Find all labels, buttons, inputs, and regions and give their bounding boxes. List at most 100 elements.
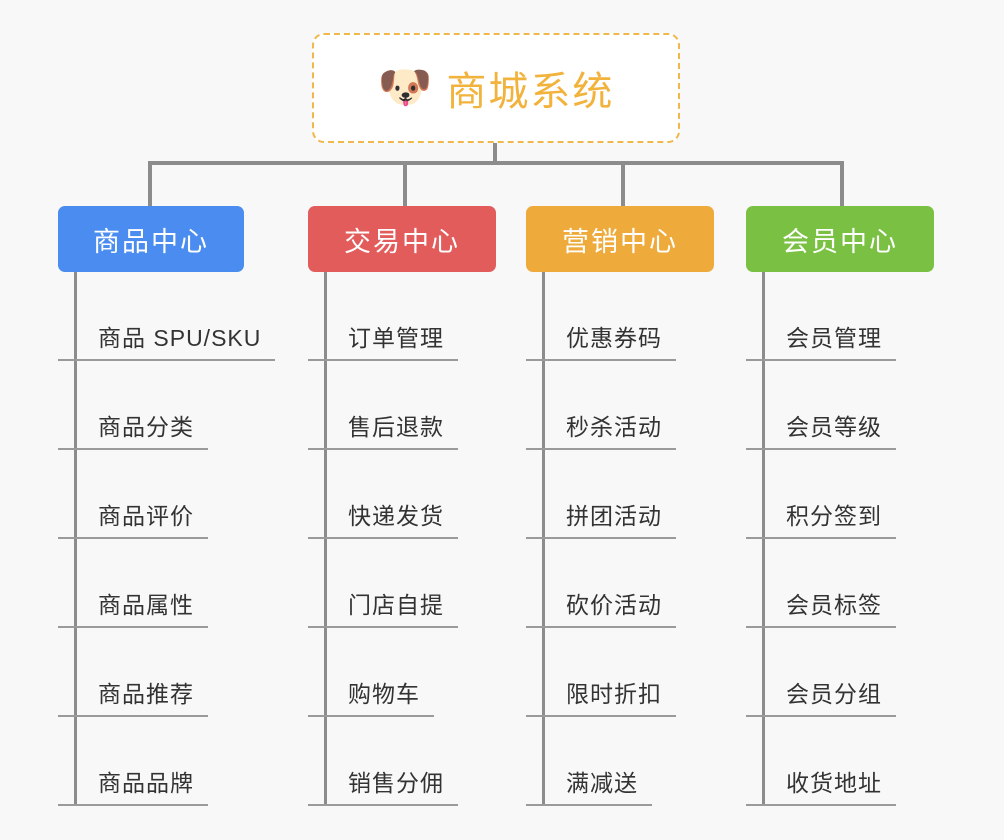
category-box-4[interactable]: 会员中心 xyxy=(746,206,934,272)
leaf-label: 砍价活动 xyxy=(566,592,662,618)
leaf-item[interactable]: 积分签到 xyxy=(746,450,896,539)
leaf-item[interactable]: 会员管理 xyxy=(746,272,896,361)
leaf-underline: 商品推荐 xyxy=(58,675,208,717)
leaf-label: 销售分佣 xyxy=(348,770,444,796)
leaf-underline: 销售分佣 xyxy=(308,764,458,806)
branch-column-3: 营销中心优惠券码秒杀活动拼团活动砍价活动限时折扣满减送 xyxy=(526,206,714,806)
leaf-item[interactable]: 商品品牌 xyxy=(58,717,275,806)
leaf-underline: 收货地址 xyxy=(746,764,896,806)
leaf-label: 积分签到 xyxy=(786,503,882,529)
leaf-label: 收货地址 xyxy=(786,770,882,796)
leaf-label: 门店自提 xyxy=(348,592,444,618)
leaf-underline: 商品品牌 xyxy=(58,764,208,806)
leaf-item[interactable]: 秒杀活动 xyxy=(526,361,676,450)
leaf-underline: 优惠券码 xyxy=(526,319,676,361)
leaf-underline: 快递发货 xyxy=(308,497,458,539)
leaf-underline: 售后退款 xyxy=(308,408,458,450)
leaf-underline: 门店自提 xyxy=(308,586,458,628)
leaf-label: 会员等级 xyxy=(786,414,882,440)
leaf-underline: 积分签到 xyxy=(746,497,896,539)
leaf-underline: 商品 SPU/SKU xyxy=(58,319,276,361)
leaf-label: 商品属性 xyxy=(98,592,194,618)
leaf-item[interactable]: 满减送 xyxy=(526,717,676,806)
category-box-3[interactable]: 营销中心 xyxy=(526,206,714,272)
leaf-label: 商品品牌 xyxy=(98,770,194,796)
branch-drop-connector-4 xyxy=(840,161,844,207)
leaf-underline: 会员等级 xyxy=(746,408,896,450)
leaf-label: 快递发货 xyxy=(348,503,444,529)
category-box-1[interactable]: 商品中心 xyxy=(58,206,244,272)
category-label: 营销中心 xyxy=(562,226,678,257)
leaf-item[interactable]: 收货地址 xyxy=(746,717,896,806)
category-label: 商品中心 xyxy=(93,226,209,257)
leaf-underline: 商品分类 xyxy=(58,408,208,450)
leaf-label: 会员分组 xyxy=(786,681,882,707)
leaf-label: 满减送 xyxy=(566,770,638,796)
leaf-label: 购物车 xyxy=(348,681,420,707)
leaf-label: 限时折扣 xyxy=(566,681,662,707)
leaf-label: 售后退款 xyxy=(348,414,444,440)
branch-column-4: 会员中心会员管理会员等级积分签到会员标签会员分组收货地址 xyxy=(746,206,934,806)
leaf-underline: 秒杀活动 xyxy=(526,408,676,450)
leaf-label: 会员管理 xyxy=(786,325,882,351)
leaf-item[interactable]: 商品分类 xyxy=(58,361,275,450)
leaf-underline: 订单管理 xyxy=(308,319,458,361)
leaf-label: 订单管理 xyxy=(348,325,444,351)
leaf-item[interactable]: 订单管理 xyxy=(308,272,458,361)
dog-face-icon: 🐶 xyxy=(377,63,433,112)
leaf-label: 商品 SPU/SKU xyxy=(98,325,262,351)
leaf-underline: 限时折扣 xyxy=(526,675,676,717)
leaf-item[interactable]: 销售分佣 xyxy=(308,717,458,806)
branch-column-2: 交易中心订单管理售后退款快递发货门店自提购物车销售分佣 xyxy=(308,206,496,806)
leaf-item[interactable]: 快递发货 xyxy=(308,450,458,539)
branch-column-1: 商品中心商品 SPU/SKU 商品分类商品评价商品属性商品推荐商品品牌 xyxy=(58,206,276,806)
branch-spine-2 xyxy=(324,272,327,806)
branch-drop-connector-1 xyxy=(148,161,152,207)
leaf-item[interactable]: 商品评价 xyxy=(58,450,275,539)
leaf-underline: 拼团活动 xyxy=(526,497,676,539)
leaf-item[interactable]: 拼团活动 xyxy=(526,450,676,539)
leaf-underline: 会员标签 xyxy=(746,586,896,628)
leaf-label: 商品评价 xyxy=(98,503,194,529)
leaf-label: 会员标签 xyxy=(786,592,882,618)
leaf-item[interactable]: 会员标签 xyxy=(746,539,896,628)
leaf-item[interactable]: 购物车 xyxy=(308,628,458,717)
trunk-horizontal-connector xyxy=(148,161,840,165)
root-node-mall-system[interactable]: 🐶 商城系统 xyxy=(312,33,680,143)
category-box-2[interactable]: 交易中心 xyxy=(308,206,496,272)
leaf-item[interactable]: 优惠券码 xyxy=(526,272,676,361)
leaf-item[interactable]: 会员分组 xyxy=(746,628,896,717)
branch-drop-connector-2 xyxy=(403,161,407,207)
category-label: 会员中心 xyxy=(782,226,898,257)
leaf-label: 优惠券码 xyxy=(566,325,662,351)
trunk-vertical-connector xyxy=(493,143,497,165)
branch-spine-4 xyxy=(762,272,765,806)
branch-drop-connector-3 xyxy=(621,161,625,207)
leaf-underline: 会员管理 xyxy=(746,319,896,361)
leaf-underline: 购物车 xyxy=(308,675,434,717)
branch-spine-3 xyxy=(542,272,545,806)
category-label: 交易中心 xyxy=(344,226,460,257)
leaf-item[interactable]: 限时折扣 xyxy=(526,628,676,717)
leaf-item[interactable]: 砍价活动 xyxy=(526,539,676,628)
leaf-underline: 满减送 xyxy=(526,764,652,806)
leaf-underline: 商品评价 xyxy=(58,497,208,539)
leaf-underline: 商品属性 xyxy=(58,586,208,628)
leaf-list-2: 订单管理售后退款快递发货门店自提购物车销售分佣 xyxy=(308,272,458,806)
leaf-list-1: 商品 SPU/SKU 商品分类商品评价商品属性商品推荐商品品牌 xyxy=(58,272,276,806)
root-node-title: 商城系统 xyxy=(446,70,615,114)
leaf-item[interactable]: 商品属性 xyxy=(58,539,275,628)
leaf-label: 拼团活动 xyxy=(566,503,662,529)
leaf-item[interactable]: 商品推荐 xyxy=(58,628,275,717)
leaf-list-3: 优惠券码秒杀活动拼团活动砍价活动限时折扣满减送 xyxy=(526,272,676,806)
leaf-label: 商品推荐 xyxy=(98,681,194,707)
leaf-item[interactable]: 会员等级 xyxy=(746,361,896,450)
leaf-label: 商品分类 xyxy=(98,414,194,440)
leaf-item[interactable]: 门店自提 xyxy=(308,539,458,628)
leaf-list-4: 会员管理会员等级积分签到会员标签会员分组收货地址 xyxy=(746,272,896,806)
leaf-item[interactable]: 售后退款 xyxy=(308,361,458,450)
leaf-underline: 砍价活动 xyxy=(526,586,676,628)
leaf-item[interactable]: 商品 SPU/SKU xyxy=(58,272,276,361)
leaf-label: 秒杀活动 xyxy=(566,414,662,440)
